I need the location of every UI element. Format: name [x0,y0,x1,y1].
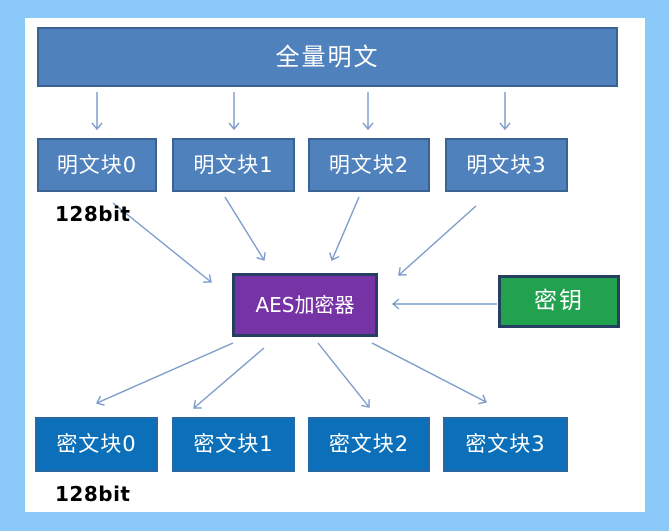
plaintext-block-0-label: 明文块0 [56,152,138,177]
aes-encryptor-box: AES加密器 [232,273,378,337]
ciphertext-block-1-label: 密文块1 [193,432,274,456]
plaintext-block-0: 明文块0 [37,138,157,192]
ciphertext-block-3-label: 密文块3 [465,432,546,456]
ciphertext-block-0: 密文块0 [35,417,158,472]
ciphertext-block-1: 密文块1 [172,417,295,472]
aes-encryptor-label: AES加密器 [255,293,355,317]
plaintext-block-2: 明文块2 [308,138,430,192]
ciphertext-block-2-label: 密文块2 [328,432,410,456]
full-plaintext-box: 全量明文 [37,27,618,87]
key-box: 密钥 [498,275,620,328]
plaintext-block-3-label: 明文块3 [466,152,547,177]
block-size-label-top: 128bit [55,202,131,226]
key-label: 密钥 [534,288,584,314]
ciphertext-block-3: 密文块3 [443,417,568,472]
plaintext-block-1: 明文块1 [172,138,295,192]
plaintext-block-3: 明文块3 [445,138,568,192]
ciphertext-block-0-label: 密文块0 [56,432,137,456]
plaintext-block-1-label: 明文块1 [193,152,274,177]
block-size-label-bottom: 128bit [55,482,131,506]
ciphertext-block-2: 密文块2 [308,417,430,472]
plaintext-block-2-label: 明文块2 [328,152,410,177]
full-plaintext-label: 全量明文 [275,43,380,71]
